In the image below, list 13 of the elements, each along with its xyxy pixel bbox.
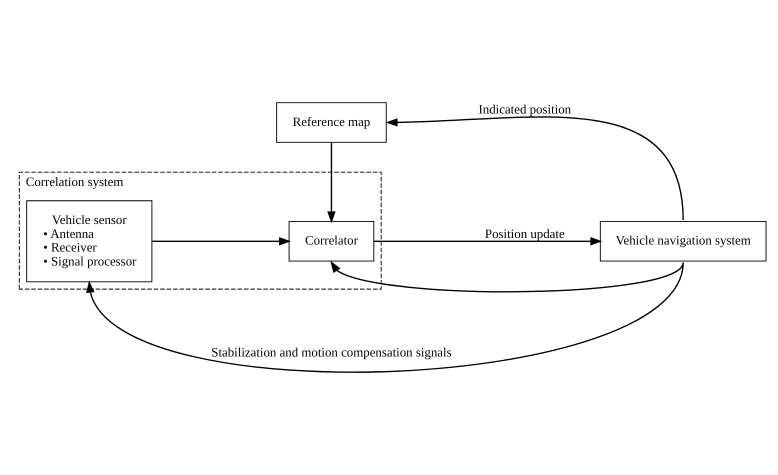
arrow (86, 262, 684, 372)
node-box: Vehicle navigation system (600, 221, 767, 262)
edge-label: Position update (484, 226, 565, 241)
arrow (327, 142, 336, 224)
arrow (330, 260, 684, 292)
arrow (386, 116, 684, 220)
edge-label: Stabilization and motion compensation signals (211, 346, 452, 360)
arrow (152, 237, 291, 246)
arrow (374, 237, 602, 246)
node-box: Correlator (288, 221, 374, 262)
node-box: Reference map (276, 102, 387, 143)
edge-label: Indicated position (478, 102, 572, 116)
node-box: Vehicle sensor • Antenna • Receiver • Signal processor (26, 200, 152, 282)
